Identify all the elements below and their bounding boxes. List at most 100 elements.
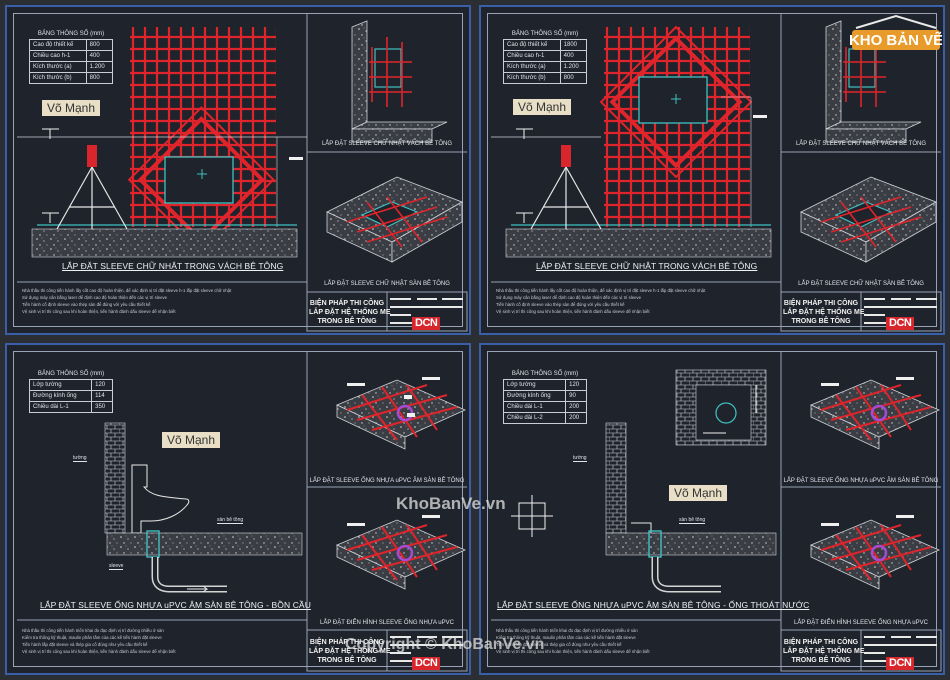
slab-tag: sàn bê tông: [217, 517, 244, 524]
sheet-border: [13, 13, 463, 327]
table-cell: 90: [565, 390, 587, 402]
note-line: Vệ sinh vị trí thi công sau khi hoàn thi…: [22, 309, 176, 314]
note-line: Tiến hành cố định sleeve vào thép sàn để…: [496, 302, 625, 307]
table-cell: Chiều dài L-2: [502, 412, 567, 424]
title-line: BIỆN PHÁP THI CÔNG: [309, 300, 385, 307]
note-line: Nhà thầu thi công tiến hành lấy cốt cao …: [22, 288, 232, 293]
sub-caption-top: LẮP ĐẶT SLEEVE ỐNG NHỰA uPVC ÂM SÀN BÊ T…: [309, 478, 465, 484]
title-line: TRONG BÊ TÔNG: [791, 318, 851, 325]
notes: Nhà thầu thi công tiến hành triển khai đ…: [22, 627, 176, 655]
table-cell: 400: [85, 50, 114, 62]
center-watermark: KhoBanVe.vn: [396, 494, 506, 513]
table-cell: 800: [85, 39, 114, 51]
sheet-border: [487, 13, 937, 327]
note-line: Vệ sinh vị trí thi công sau khi hoàn thi…: [22, 649, 176, 654]
table-header: BẢNG THÔNG SỐ (mm): [511, 31, 579, 37]
title-line: TRONG BÊ TÔNG: [317, 318, 377, 325]
notes: Nhà thầu thi công tiến hành triển khai đ…: [496, 627, 650, 655]
note-line: Sử dụng máy cân bằng laser để định cao đ…: [496, 295, 642, 300]
table-cell: Cao độ thiết kế: [29, 39, 87, 51]
table-cell: 120: [91, 379, 113, 391]
table-cell: Chiều dài L-1: [502, 401, 567, 413]
title-block-title: BIỆN PHÁP THI CÔNG LẮP ĐẶT HỆ THỐNG ME T…: [309, 299, 391, 326]
table-cell: 114: [91, 390, 113, 402]
table-cell: Kích thước (b): [29, 72, 87, 84]
sub-caption-bottom: LẮP ĐẶT SLEEVE CHỮ NHẬT SÀN BÊ TÔNG: [324, 281, 450, 287]
table-cell: Kích thước (b): [503, 72, 561, 84]
wall-tag: tường: [73, 455, 87, 462]
table-cell: Chiều cao h-1: [29, 50, 87, 62]
note-line: Nhà thầu thi công tiến hành triển khai đ…: [496, 628, 638, 633]
table-cell: 120: [565, 379, 587, 391]
sub-caption-bottom: LẮP ĐẶT SLEEVE CHỮ NHẬT SÀN BÊ TÔNG: [798, 281, 924, 287]
title-line: BIỆN PHÁP THI CÔNG: [783, 300, 859, 307]
sleeve-toilet-diagram: [17, 351, 468, 672]
dcn-logo: DCN: [412, 317, 441, 330]
main-title: LẮP ĐẶT SLEEVE ỐNG NHỰA uPVC ÂM SÀN BÊ T…: [497, 600, 810, 610]
table-header: BẢNG THÔNG SỐ (mm): [511, 371, 579, 377]
sub-caption-top: LẮP ĐẶT SLEEVE CHỮ NHẬT VÁCH BÊ TÔNG: [321, 141, 453, 147]
title-line: TRONG BÊ TÔNG: [791, 657, 851, 664]
dcn-logo: DCN: [886, 317, 915, 330]
author-label: Võ Mạnh: [42, 100, 101, 116]
notes: Nhà thầu thi công tiến hành lấy cốt cao …: [496, 287, 705, 315]
title-block-title: BIỆN PHÁP THI CÔNG LẮP ĐẶT HỆ THỐNG ME T…: [783, 638, 865, 665]
note-line: Tiến hành lắp đặt sleeve và thép gia cố …: [22, 642, 148, 647]
title-line: LẮP ĐẶT HỆ THỐNG ME: [309, 309, 391, 316]
note-line: Sử dụng máy cân bằng laser để định cao đ…: [22, 295, 168, 300]
table-cell: 800: [85, 72, 114, 84]
title-line: LẮP ĐẶT HỆ THỐNG ME: [783, 309, 865, 316]
svg-text:KHO BẢN VẼ: KHO BẢN VẼ: [850, 31, 942, 49]
title-line: TRONG BÊ TÔNG: [317, 657, 377, 664]
table-cell: Lớp tường: [502, 379, 567, 391]
wall-tag: tường: [573, 455, 587, 462]
dcn-logo: DCN: [886, 657, 915, 670]
table-header: BẢNG THÔNG SỐ (mm): [37, 31, 105, 37]
author-label: Võ Mạnh: [513, 99, 572, 115]
main-title: LẮP ĐẶT SLEEVE CHỮ NHẬT TRONG VÁCH BÊ TÔ…: [62, 261, 284, 271]
note-line: Kiểm tra thông kỹ thuật, maulin phân tầm…: [22, 635, 162, 640]
table-cell: 1800: [559, 39, 588, 51]
sub-caption-bottom: LẮP ĐẶT ĐIỂN HÌNH SLEEVE ỐNG NHỰA uPVC: [794, 620, 928, 626]
sub-caption-top: LẮP ĐẶT SLEEVE CHỮ NHẬT VÁCH BÊ TÔNG: [795, 141, 927, 147]
note-line: Kiểm tra thông kỹ thuật, maulin phân tầm…: [496, 635, 636, 640]
sheet-border: [487, 351, 937, 667]
table-cell: Chiều dài L-1: [28, 401, 93, 413]
sub-caption-top: LẮP ĐẶT SLEEVE ỐNG NHỰA uPVC ÂM SÀN BÊ T…: [783, 478, 939, 484]
table-cell: 1.200: [559, 61, 588, 73]
title-line: BIỆN PHÁP THI CÔNG: [309, 639, 385, 646]
author-label: Võ Mạnh: [162, 432, 221, 448]
slab-tag: sàn bê tông: [679, 517, 706, 524]
title-block-title: BIỆN PHÁP THI CÔNG LẮP ĐẶT HỆ THỐNG ME T…: [309, 638, 391, 665]
sheet-border: [13, 351, 463, 667]
table-cell: Đường kính ống: [502, 390, 567, 402]
title-line: LẮP ĐẶT HỆ THỐNG ME: [309, 648, 391, 655]
dcn-logo: DCN: [412, 657, 441, 670]
sleeve-wall-diagram: [491, 13, 942, 332]
table-header: BẢNG THÔNG SỐ (mm): [37, 371, 105, 377]
table-cell: Đường kính ống: [28, 390, 93, 402]
table-cell: Kích thước (a): [503, 61, 561, 73]
copyright-watermark: Copyright © KhoBanVe.vn: [345, 636, 545, 653]
sleeve-wall-diagram: [17, 13, 468, 332]
title-line: LẮP ĐẶT HỆ THỐNG ME: [783, 648, 865, 655]
note-line: Nhà thầu thi công tiến hành lấy cốt cao …: [496, 288, 706, 293]
main-title: LẮP ĐẶT SLEEVE ỐNG NHỰA uPVC ÂM SÀN BÊ T…: [40, 600, 311, 610]
main-title: LẮP ĐẶT SLEEVE CHỮ NHẬT TRONG VÁCH BÊ TÔ…: [536, 261, 758, 271]
table-cell: Cao độ thiết kế: [503, 39, 561, 51]
table-cell: 1.200: [85, 61, 114, 73]
note-line: Vệ sinh vị trí thi công sau khi hoàn thi…: [496, 649, 650, 654]
table-cell: 200: [565, 401, 587, 413]
table-cell: 400: [559, 50, 588, 62]
note-line: Nhà thầu thi công tiến hành triển khai đ…: [22, 628, 164, 633]
note-line: Vệ sinh vị trí thi công sau khi hoàn thi…: [496, 309, 650, 314]
note-line: Tiến hành cố định sleeve vào thép sàn để…: [22, 302, 151, 307]
table-cell: Kích thước (a): [29, 61, 87, 73]
